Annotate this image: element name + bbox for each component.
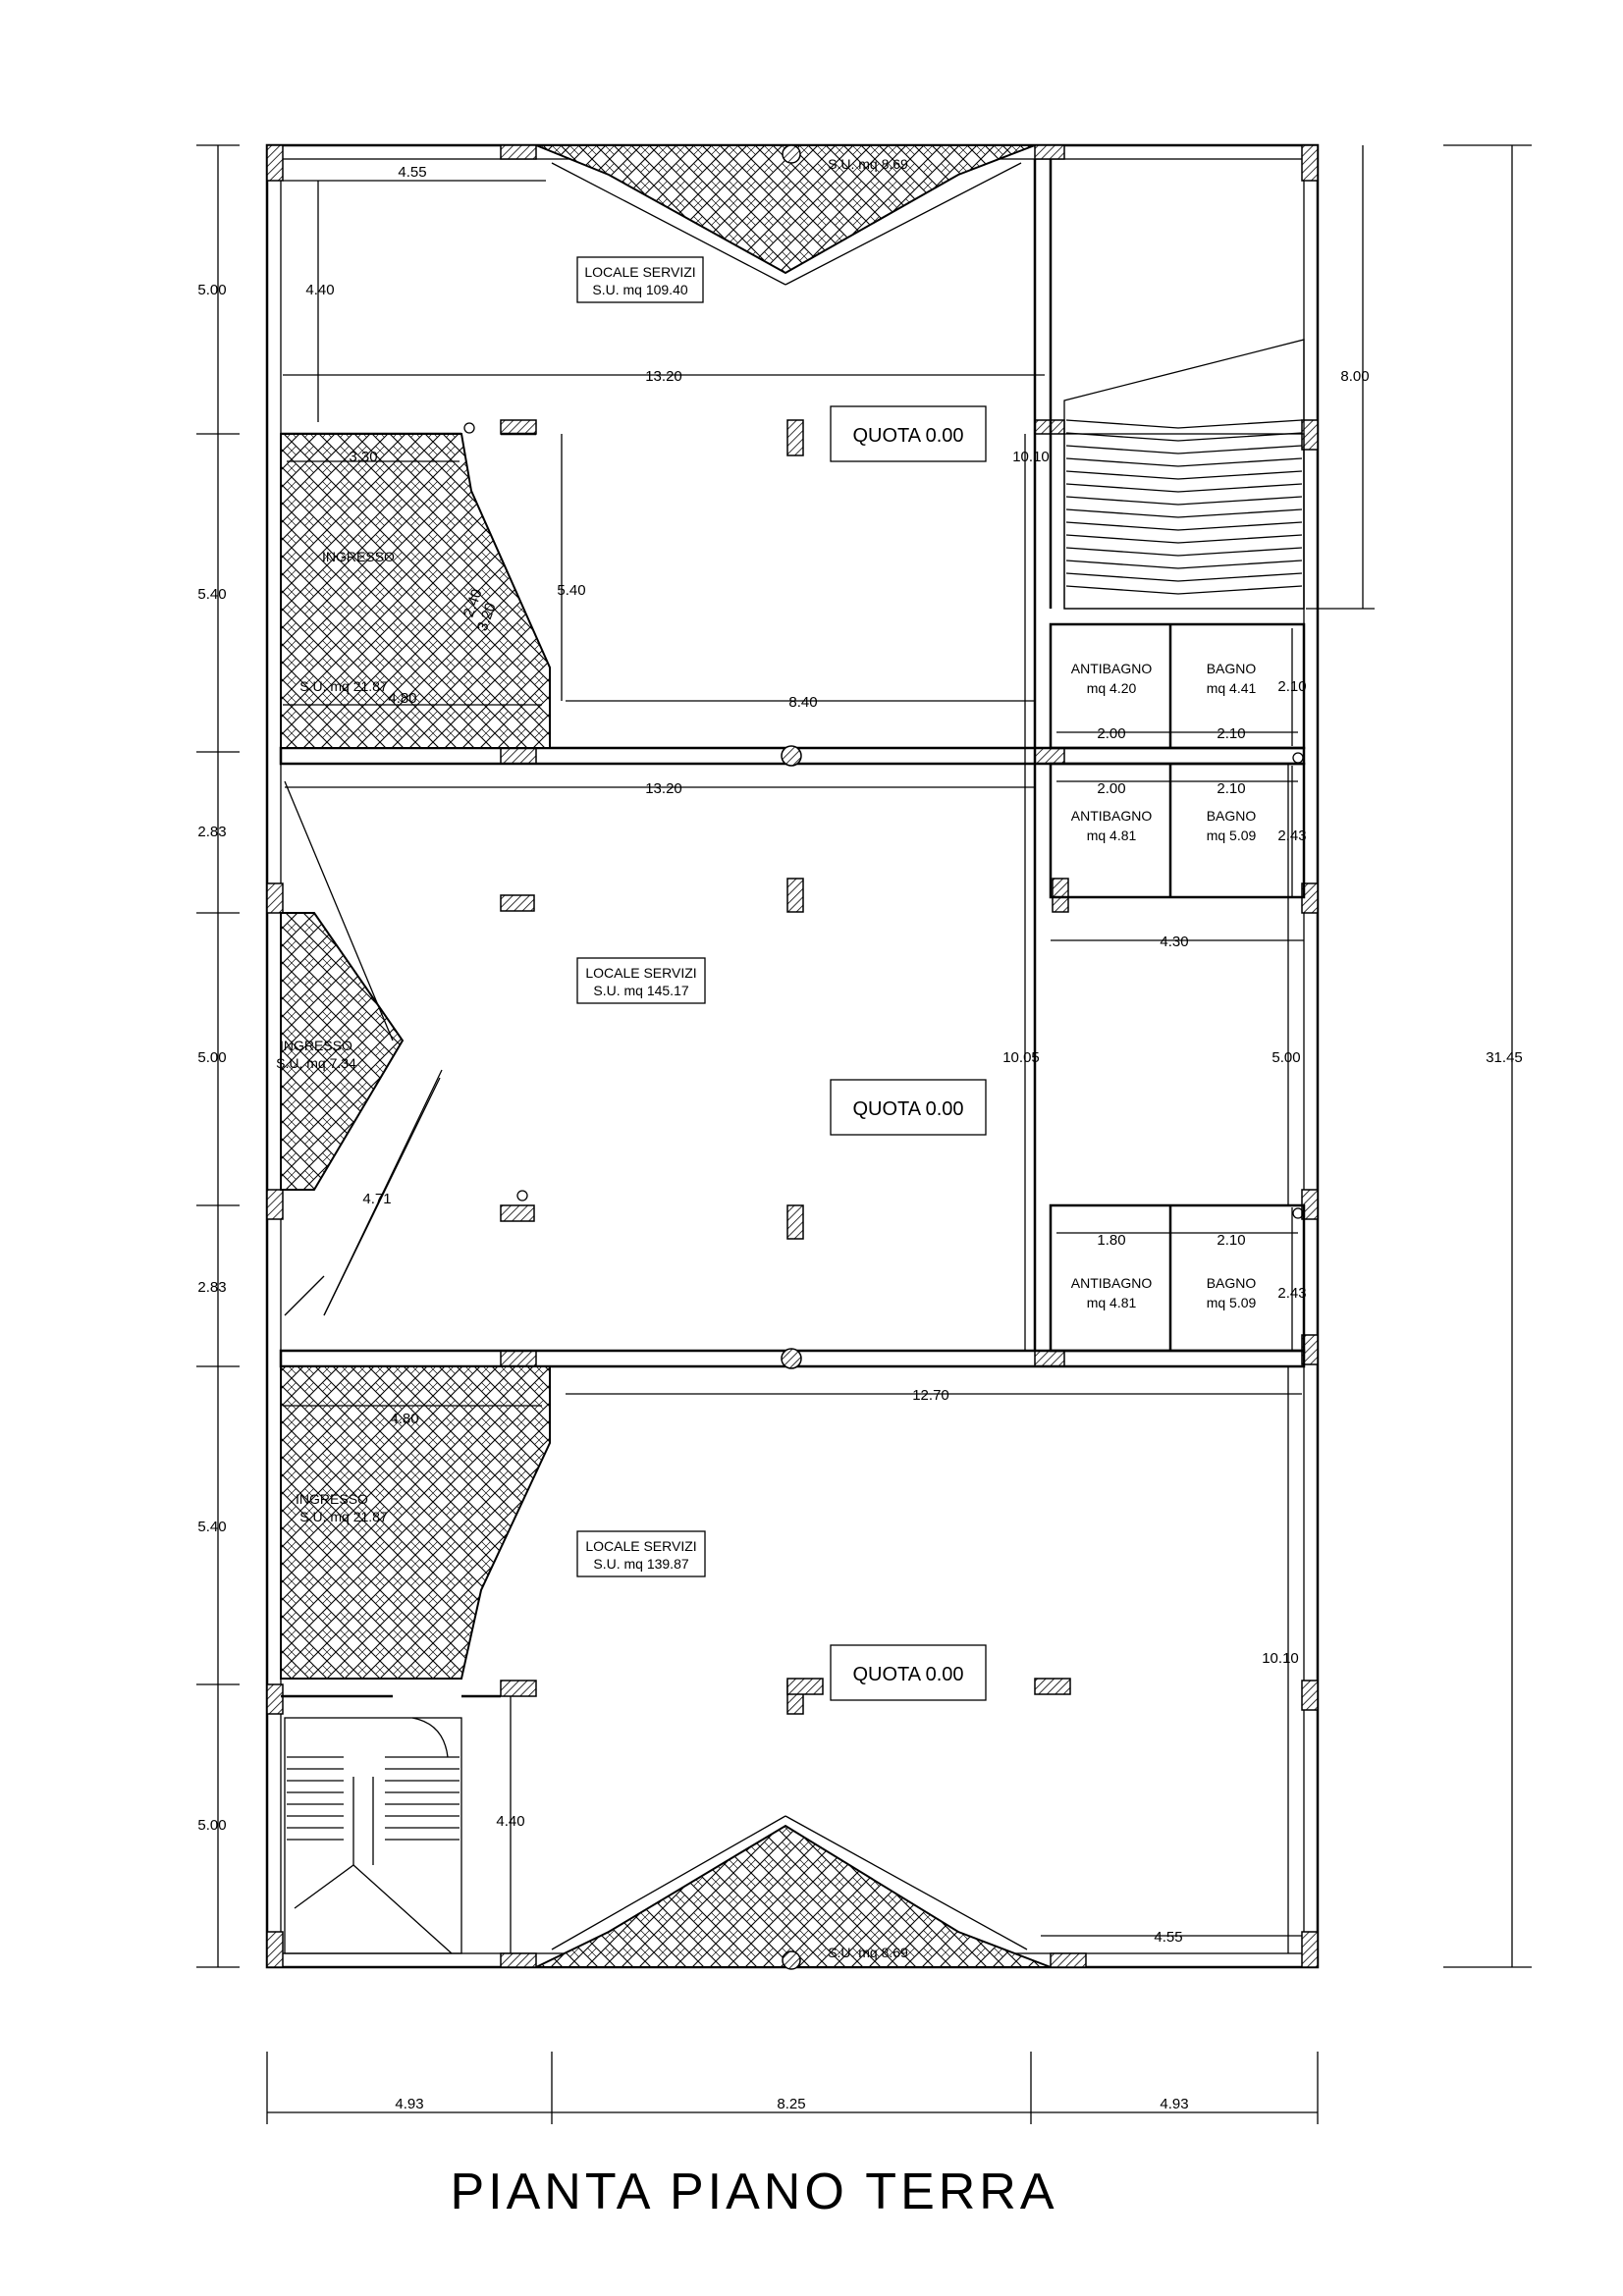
- stair-tread: [1065, 470, 1303, 480]
- bagno-1-name: BAGNO: [1207, 661, 1257, 676]
- patio-bottom-area: S.U. mq 8.69: [828, 1945, 908, 1960]
- quota-label-2: QUOTA 0.00: [852, 1098, 963, 1120]
- antibagno-1-name: ANTIBAGNO: [1071, 661, 1153, 676]
- antibagno-1-area: mq 4.20: [1087, 680, 1137, 696]
- room-labels: LOCALE SERVIZI S.U. mq 109.40 QUOTA 0.00…: [276, 156, 1256, 1960]
- dim-4-40-top: 4.40: [305, 282, 334, 298]
- stair-tread: [1065, 521, 1303, 531]
- ingresso-bottom-area: [280, 1365, 551, 1680]
- pillars: [266, 144, 1319, 1968]
- dim-left-5-00-b: 5.00: [197, 1049, 226, 1066]
- stair-tread: [1065, 457, 1303, 467]
- dimension-lines: [196, 144, 1532, 2124]
- dim-left-5-00-c: 5.00: [197, 1817, 226, 1834]
- ingresso-mid-area: S.U. mq 7.34: [276, 1055, 356, 1071]
- bagno-2-name: BAGNO: [1207, 808, 1257, 824]
- bagno-2-area: mq 5.09: [1207, 828, 1257, 843]
- dimension-labels: 5.00 5.40 2.83 5.00 2.83 5.40 5.00 31.45…: [197, 164, 1522, 2112]
- dim-4-40-bottom: 4.40: [496, 1813, 524, 1830]
- dim-bath3-2-10: 2.10: [1217, 1232, 1245, 1249]
- ingresso-top-area: [280, 433, 551, 749]
- dim-right-8-00: 8.00: [1340, 368, 1369, 385]
- stair-tread: [1065, 508, 1303, 518]
- stair-tread: [1065, 534, 1303, 544]
- ingresso-top-area: S.U. mq 21.87: [299, 678, 388, 694]
- dim-13-20-mid: 13.20: [645, 780, 682, 797]
- stair-tread: [1065, 432, 1303, 442]
- antibagno-3-name: ANTIBAGNO: [1071, 1275, 1153, 1291]
- ingresso-top-name: INGRESSO: [322, 549, 395, 564]
- dim-left-2-83-b: 2.83: [197, 1279, 226, 1296]
- antibagno-2-name: ANTIBAGNO: [1071, 808, 1153, 824]
- patio-top-area: S.U. mq 8.69: [828, 156, 908, 172]
- ingresso-mid-name: INGRESSO: [280, 1038, 352, 1053]
- stair-tread: [1065, 496, 1303, 506]
- quota-label-3: QUOTA 0.00: [852, 1664, 963, 1685]
- dim-left-5-40-a: 5.40: [197, 586, 226, 603]
- plan-title: PIANTA PIANO TERRA: [450, 2163, 1057, 2220]
- bagno-3-area: mq 5.09: [1207, 1295, 1257, 1310]
- dim-bottom-4-93-a: 4.93: [395, 2096, 423, 2112]
- dim-bath1-2-00: 2.00: [1097, 725, 1125, 742]
- top-locale-name: LOCALE SERVIZI: [584, 264, 695, 280]
- mid-locale-area: S.U. mq 145.17: [593, 983, 688, 998]
- stair-tread: [1065, 483, 1303, 493]
- dim-left-2-83-a: 2.83: [197, 824, 226, 840]
- stair-tread: [1065, 419, 1303, 429]
- dim-4-30: 4.30: [1160, 934, 1188, 950]
- patio-bottom: [535, 1815, 1052, 1968]
- stair-tread: [1065, 445, 1303, 454]
- left-staircase: [287, 1717, 460, 1954]
- dim-4-80-a: 4.80: [388, 690, 416, 707]
- dim-bath2-2-00: 2.00: [1097, 780, 1125, 797]
- right-staircase: [1063, 339, 1305, 610]
- dim-8-40: 8.40: [788, 694, 817, 711]
- dim-10-10-b: 10.10: [1262, 1650, 1299, 1667]
- mid-locale-name: LOCALE SERVIZI: [585, 965, 696, 981]
- patio-top: [535, 144, 1036, 286]
- dim-left-5-00-a: 5.00: [197, 282, 226, 298]
- ingresso-bot-name: INGRESSO: [296, 1491, 368, 1507]
- dim-12-70: 12.70: [912, 1387, 949, 1404]
- stair-tread: [1065, 572, 1303, 582]
- dim-5-00-right: 5.00: [1271, 1049, 1300, 1066]
- antibagno-3-area: mq 4.81: [1087, 1295, 1137, 1310]
- bot-locale-area: S.U. mq 139.87: [593, 1556, 688, 1572]
- quota-label-1: QUOTA 0.00: [852, 425, 963, 447]
- dim-4-55-bottom: 4.55: [1154, 1929, 1182, 1946]
- stair-tread: [1065, 547, 1303, 557]
- dim-4-80-b: 4.80: [390, 1411, 418, 1427]
- dim-4-55-top: 4.55: [398, 164, 426, 181]
- antibagno-2-area: mq 4.81: [1087, 828, 1137, 843]
- dim-bottom-8-25: 8.25: [777, 2096, 805, 2112]
- bot-locale-name: LOCALE SERVIZI: [585, 1538, 696, 1554]
- bagno-1-area: mq 4.41: [1207, 680, 1257, 696]
- dim-4-71: 4.71: [362, 1191, 391, 1207]
- dim-right-31-45: 31.45: [1486, 1049, 1523, 1066]
- dim-5-40-ing: 5.40: [557, 582, 585, 599]
- dim-left-5-40-b: 5.40: [197, 1519, 226, 1535]
- dim-bath3-1-80: 1.80: [1097, 1232, 1125, 1249]
- dim-bath1-2-10-v: 2.10: [1277, 678, 1306, 695]
- dim-bottom-4-93-b: 4.93: [1160, 2096, 1188, 2112]
- dim-10-05: 10.05: [1002, 1049, 1040, 1066]
- room-label-boxes: [576, 256, 987, 1701]
- bagno-3-name: BAGNO: [1207, 1275, 1257, 1291]
- dim-bath3-2-43: 2.43: [1277, 1285, 1306, 1302]
- dim-10-10-a: 10.10: [1012, 449, 1050, 465]
- dim-3-30: 3.30: [349, 449, 377, 465]
- round-columns: [463, 144, 1304, 1970]
- stair-tread: [1065, 560, 1303, 569]
- dim-13-20-top: 13.20: [645, 368, 682, 385]
- top-locale-area: S.U. mq 109.40: [592, 282, 687, 297]
- dim-bath1-2-10: 2.10: [1217, 725, 1245, 742]
- ingresso-mid-area: [280, 912, 405, 1191]
- dim-bath2-2-10: 2.10: [1217, 780, 1245, 797]
- dim-bath2-2-43: 2.43: [1277, 828, 1306, 844]
- stair-tread: [1065, 585, 1303, 595]
- ingresso-bot-area: S.U. mq 21.87: [299, 1509, 388, 1524]
